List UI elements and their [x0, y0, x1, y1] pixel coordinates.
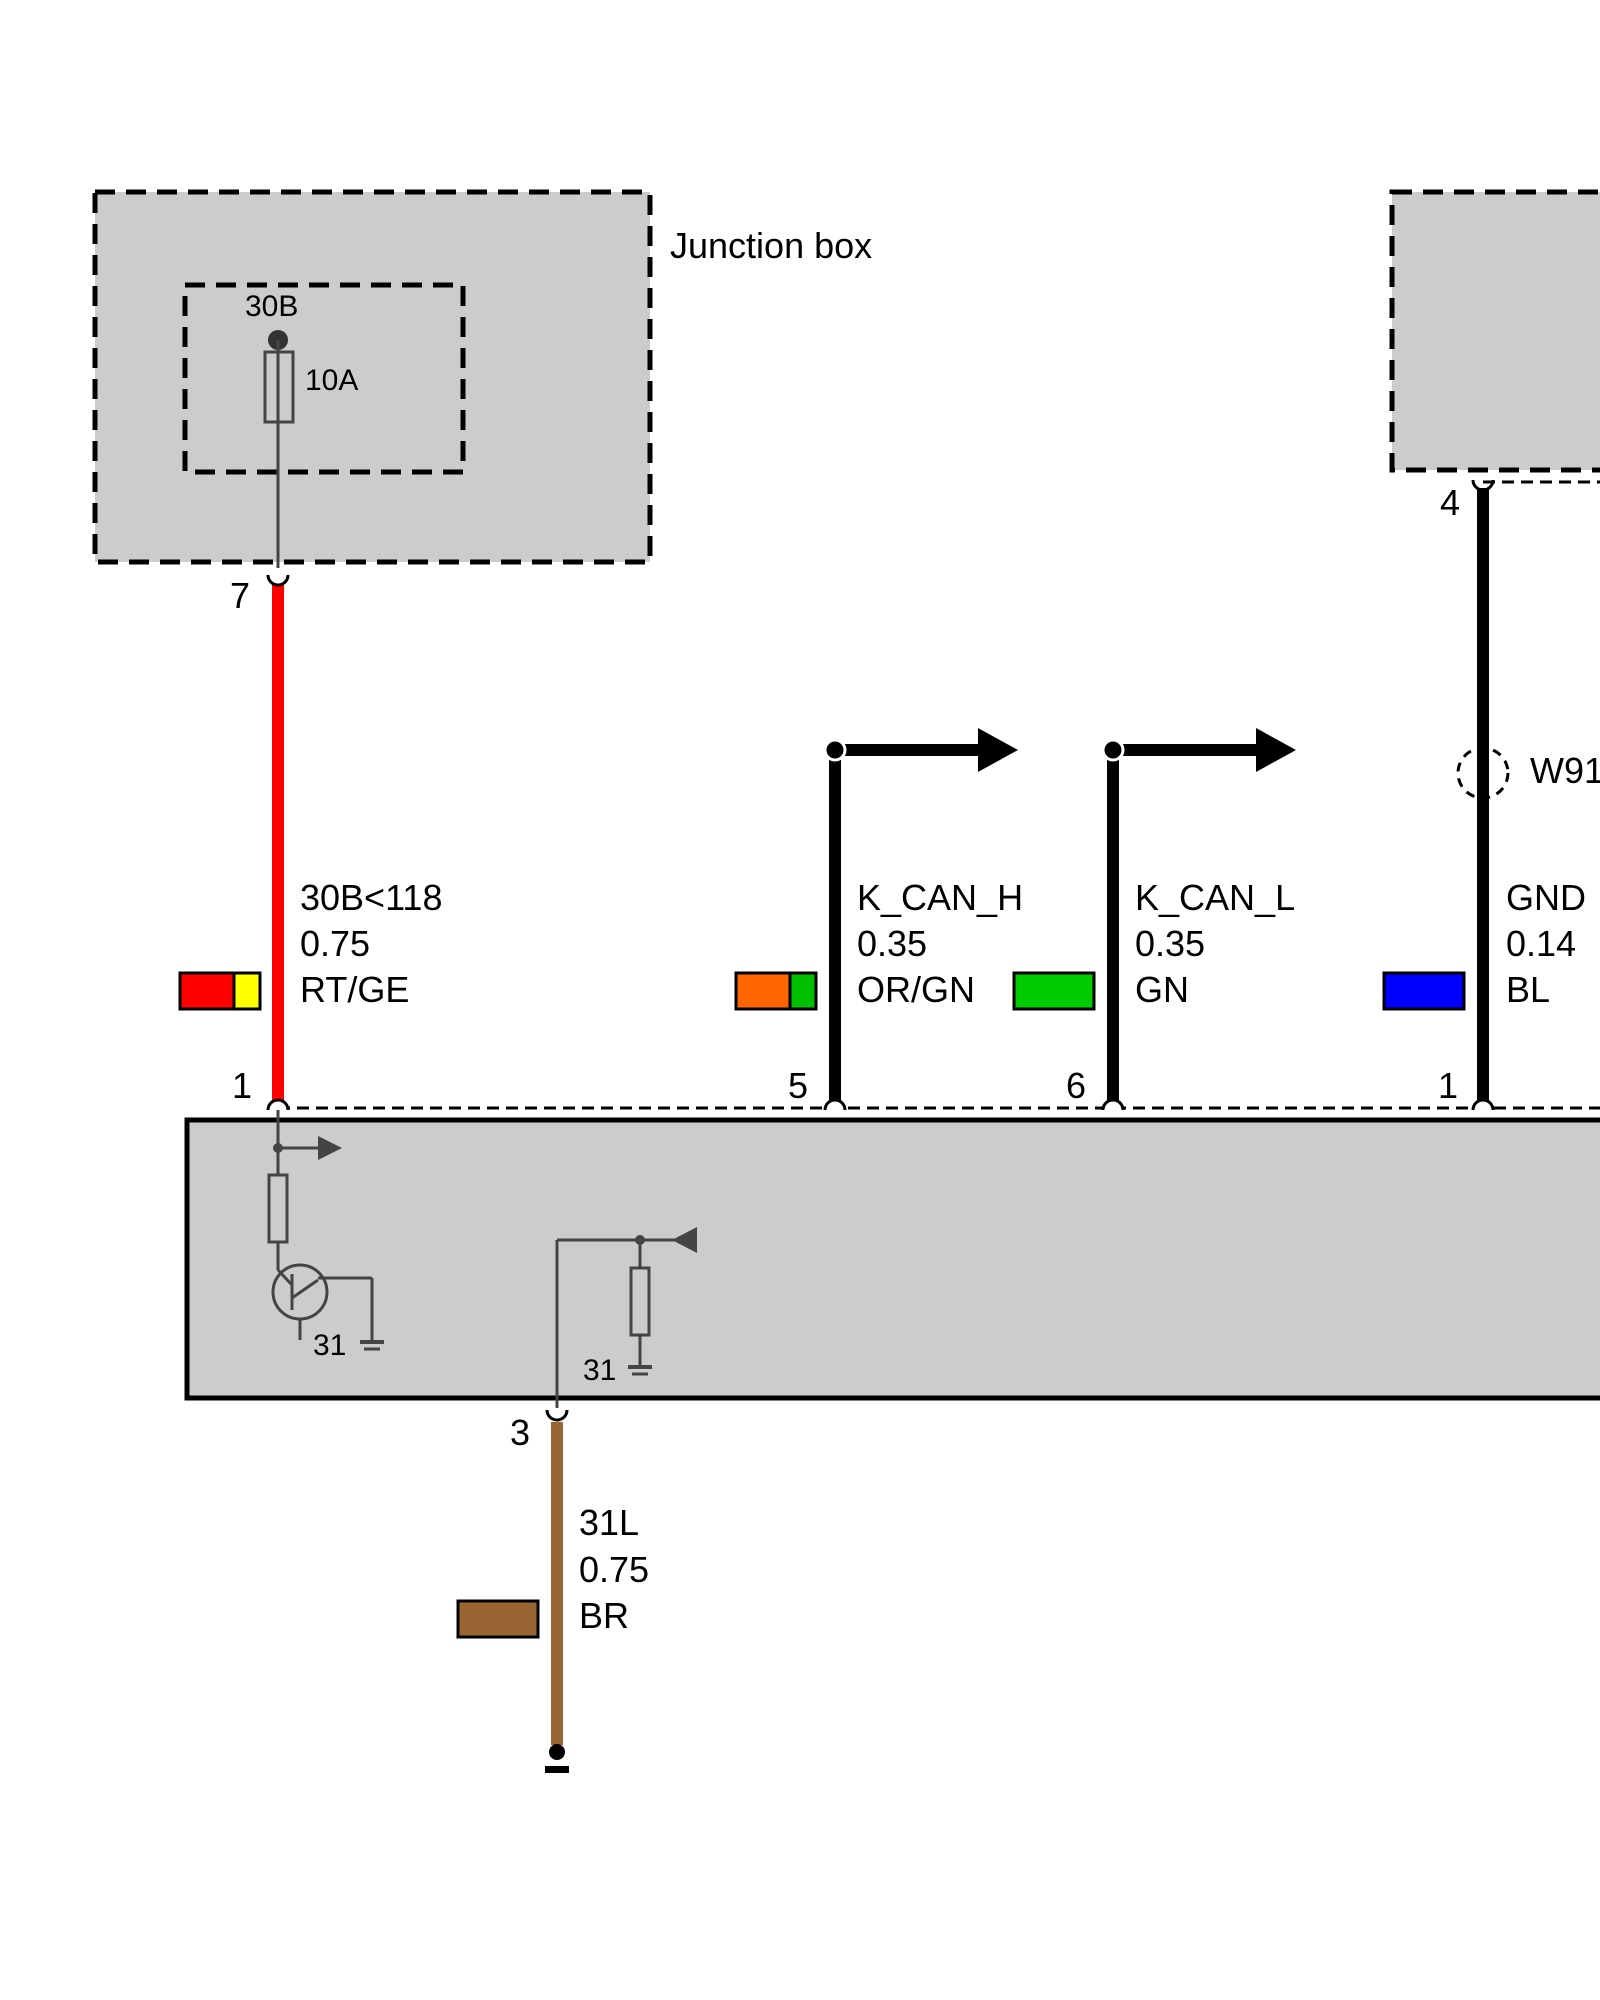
arrow-right-icon	[978, 728, 1018, 772]
control-unit: 31 31	[184, 1110, 1600, 1408]
connector-socket-icon	[545, 1409, 569, 1422]
wire-gnd: 4 W91 GND 0.14 BL 1	[1382, 479, 1600, 1106]
wire-color-code: GN	[1135, 969, 1189, 1010]
pin-label: 4	[1440, 482, 1460, 523]
wire-color-code: BR	[579, 1595, 629, 1636]
junction-dot	[823, 738, 847, 762]
right-module	[1389, 189, 1600, 484]
wire-signal: K_CAN_L	[1135, 877, 1295, 918]
ground-point	[549, 1744, 565, 1760]
wire-size: 0.14	[1506, 923, 1576, 964]
wire-signal: 30B<118	[300, 877, 442, 918]
wire-signal: K_CAN_H	[857, 877, 1023, 918]
wire-color-code: RT/GE	[300, 969, 409, 1010]
color-swatch-primary	[734, 971, 792, 1011]
pin-label: 1	[232, 1065, 252, 1106]
connector-socket-icon	[1471, 1098, 1495, 1111]
right-module-outline	[1389, 189, 1600, 473]
wire-size: 0.75	[300, 923, 370, 964]
wire-k-can-h: K_CAN_H 0.35 OR/GN 5	[734, 728, 1023, 1106]
color-swatch-secondary	[232, 971, 262, 1011]
terminal-30b-label: 30B	[245, 290, 298, 323]
wire-k-can-l: K_CAN_L 0.35 GN 6	[1012, 728, 1296, 1106]
wire-signal: GND	[1506, 877, 1586, 918]
junction-box-outline	[92, 189, 653, 565]
wire-30b: 7 30B<118 0.75 RT/GE 1	[178, 574, 442, 1106]
connector-socket-icon	[1471, 479, 1495, 492]
color-swatch-primary	[456, 1599, 540, 1639]
color-swatch-secondary	[788, 971, 818, 1011]
arrow-left-icon	[672, 1227, 697, 1253]
pin-label: 6	[1066, 1065, 1086, 1106]
wire-signal: 31L	[579, 1502, 639, 1543]
transistor-emitter	[291, 1278, 319, 1300]
splice-label: W91	[1530, 750, 1600, 791]
wire-size: 0.75	[579, 1549, 649, 1590]
wire-color-code: BL	[1506, 969, 1550, 1010]
color-swatch-primary	[178, 971, 236, 1011]
connector-socket-icon	[823, 1098, 847, 1111]
junction-box-title: Junction box	[670, 225, 872, 266]
ground-icon	[545, 1766, 569, 1773]
ecu-pin-sockets	[266, 1098, 1495, 1111]
connector-socket-icon	[266, 574, 290, 587]
ground-label: 31	[583, 1354, 616, 1387]
arrow-right-icon	[1256, 728, 1296, 772]
splice-icon	[1456, 746, 1510, 800]
pin-label: 5	[788, 1065, 808, 1106]
color-swatch-primary	[1382, 971, 1466, 1011]
pin-label: 7	[230, 575, 250, 616]
junction-dot	[1101, 738, 1125, 762]
connector-socket-icon	[266, 1098, 290, 1111]
wire-31l: 3 31L 0.75 BR	[456, 1409, 649, 1773]
wire-color-code: OR/GN	[857, 969, 975, 1010]
pin-label: 3	[510, 1412, 530, 1453]
wire-size: 0.35	[857, 923, 927, 964]
fuse-holder-outline	[182, 282, 466, 475]
fuse-rating: 10A	[305, 364, 358, 397]
color-swatch-primary	[1012, 971, 1096, 1011]
junction-box: Junction box 30B 10A	[92, 189, 872, 568]
wire-size: 0.35	[1135, 923, 1205, 964]
connector-socket-icon	[1101, 1098, 1125, 1111]
control-unit-outline	[184, 1117, 1600, 1401]
ground-label: 31	[313, 1329, 346, 1362]
transistor-collector	[276, 1268, 294, 1287]
pin-label: 1	[1438, 1065, 1458, 1106]
arrow-right-icon	[318, 1136, 342, 1160]
